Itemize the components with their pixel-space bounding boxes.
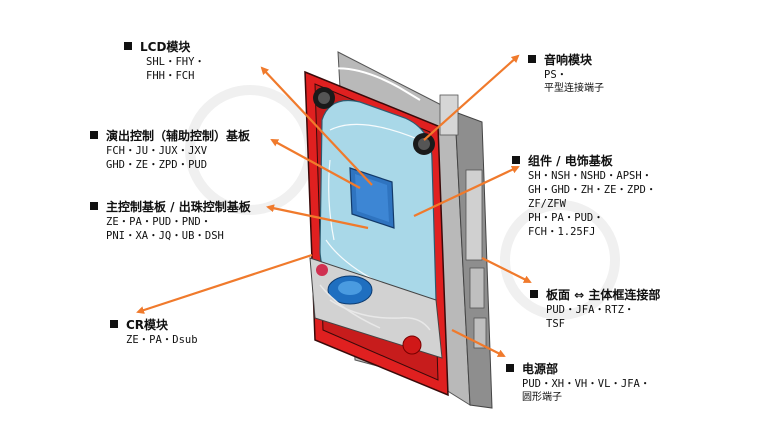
callout-power-unit: 电源部 PUD・XH・VH・VL・JFA・ 圆形端子 (506, 362, 650, 405)
callout-title: LCD模块 (124, 40, 205, 55)
callout-title: 音响模块 (528, 53, 604, 68)
callout-frame-connection: 板面 ⇔ 主体框连接部 PUD・JFA・RTZ・ TSF (530, 288, 660, 331)
callout-lcd-module: LCD模块 SHL・FHY・ FHH・FCH (124, 40, 205, 83)
callout-line: ZE・PA・Dsub (110, 333, 198, 347)
callout-line: FCH・1.25FJ (512, 225, 656, 239)
callout-effect-board: 演出控制（辅助控制）基板 FCH・JU・JUX・JXV GHD・ZE・ZPD・P… (90, 129, 250, 172)
callout-line: SHL・FHY・ (124, 55, 205, 69)
callout-title: 电源部 (506, 362, 650, 377)
callout-line: GH・GHD・ZH・ZE・ZPD・ (512, 183, 656, 197)
arrow-cr-module (138, 255, 312, 312)
callout-title: 组件 / 电饰基板 (512, 154, 656, 169)
callout-title: 板面 ⇔ 主体框连接部 (530, 288, 660, 303)
callout-line: 圆形端子 (506, 391, 650, 405)
callout-line: SH・NSH・NSHD・APSH・ (512, 169, 656, 183)
callout-main-board: 主控制基板 / 出珠控制基板 ZE・PA・PUD・PND・ PNI・XA・JQ・… (90, 200, 251, 243)
callout-line: PS・ (528, 68, 604, 82)
callout-title: 演出控制（辅助控制）基板 (90, 129, 250, 144)
callout-line: TSF (530, 317, 660, 331)
callout-line: GHD・ZE・ZPD・PUD (90, 158, 250, 172)
callout-line: FHH・FCH (124, 69, 205, 83)
callout-line: ZE・PA・PUD・PND・ (90, 215, 251, 229)
callout-audio-module: 音响模块 PS・ 平型连接端子 (528, 53, 604, 96)
callout-line: ZF/ZFW (512, 197, 656, 211)
callout-line: PH・PA・PUD・ (512, 211, 656, 225)
callout-line: PUD・XH・VH・VL・JFA・ (506, 377, 650, 391)
callout-title: CR模块 (110, 318, 198, 333)
callout-line: 平型连接端子 (528, 82, 604, 96)
callout-title: 主控制基板 / 出珠控制基板 (90, 200, 251, 215)
callout-line: PUD・JFA・RTZ・ (530, 303, 660, 317)
callout-line: FCH・JU・JUX・JXV (90, 144, 250, 158)
callout-line: PNI・XA・JQ・UB・DSH (90, 229, 251, 243)
callout-decoration-board: 组件 / 电饰基板 SH・NSH・NSHD・APSH・ GH・GHD・ZH・ZE… (512, 154, 656, 239)
callout-cr-module: CR模块 ZE・PA・Dsub (110, 318, 198, 347)
